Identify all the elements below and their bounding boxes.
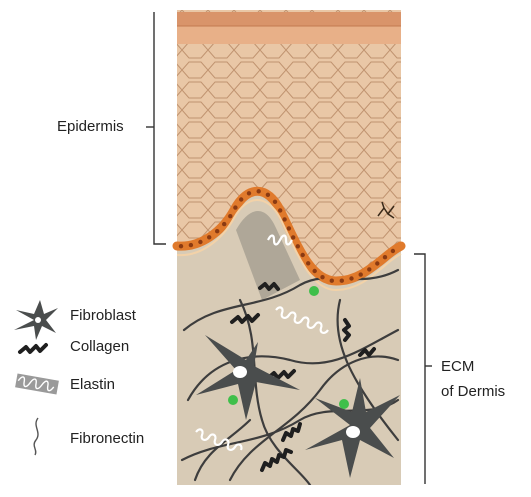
legend-label-fibroblast: Fibroblast — [70, 307, 136, 326]
basal-nucleus — [222, 222, 226, 226]
epidermis-bracket — [146, 12, 166, 244]
basal-nucleus — [375, 261, 379, 265]
basal-nucleus — [291, 235, 295, 239]
basal-nucleus — [320, 275, 324, 279]
basal-nucleus — [273, 200, 277, 204]
legend-label-fibronectin: Fibronectin — [70, 430, 144, 449]
basal-nucleus — [313, 269, 317, 273]
basal-nucleus — [278, 208, 282, 212]
ecm-label-line2: of Dermis — [441, 383, 505, 402]
basal-nucleus — [391, 249, 395, 253]
elastin-icon — [15, 373, 59, 394]
basal-nucleus — [179, 244, 183, 248]
epidermis-label: Epidermis — [57, 118, 124, 137]
basal-nucleus — [367, 267, 371, 271]
basal-nucleus — [330, 279, 334, 283]
basal-nucleus — [349, 276, 353, 280]
basal-nucleus — [233, 205, 237, 209]
basal-nucleus — [247, 191, 251, 195]
basal-nucleus — [207, 235, 211, 239]
ecm-label-line1: ECM — [441, 358, 474, 377]
ecm-bracket — [414, 254, 432, 484]
basal-nucleus — [340, 279, 344, 283]
basal-nucleus — [239, 197, 243, 201]
basal-nucleus — [359, 272, 363, 276]
basal-nucleus — [383, 255, 387, 259]
fibronectin-icon — [34, 418, 38, 455]
basal-nucleus — [266, 193, 270, 197]
legend-label-elastin: Elastin — [70, 376, 115, 395]
basal-nucleus — [189, 243, 193, 247]
basal-nucleus — [257, 189, 261, 193]
basal-nucleus — [296, 244, 300, 248]
legend-label-collagen: Collagen — [70, 338, 129, 357]
fibroblast-icon — [14, 300, 58, 340]
basal-nucleus — [215, 229, 219, 233]
basal-nucleus — [228, 214, 232, 218]
basal-nucleus — [282, 217, 286, 221]
collagen-icon — [20, 345, 46, 352]
basal-nucleus — [301, 253, 305, 257]
basal-nucleus — [198, 240, 202, 244]
basal-nucleus — [287, 226, 291, 230]
stratum-corneum — [177, 12, 401, 44]
basal-nucleus — [306, 261, 310, 265]
